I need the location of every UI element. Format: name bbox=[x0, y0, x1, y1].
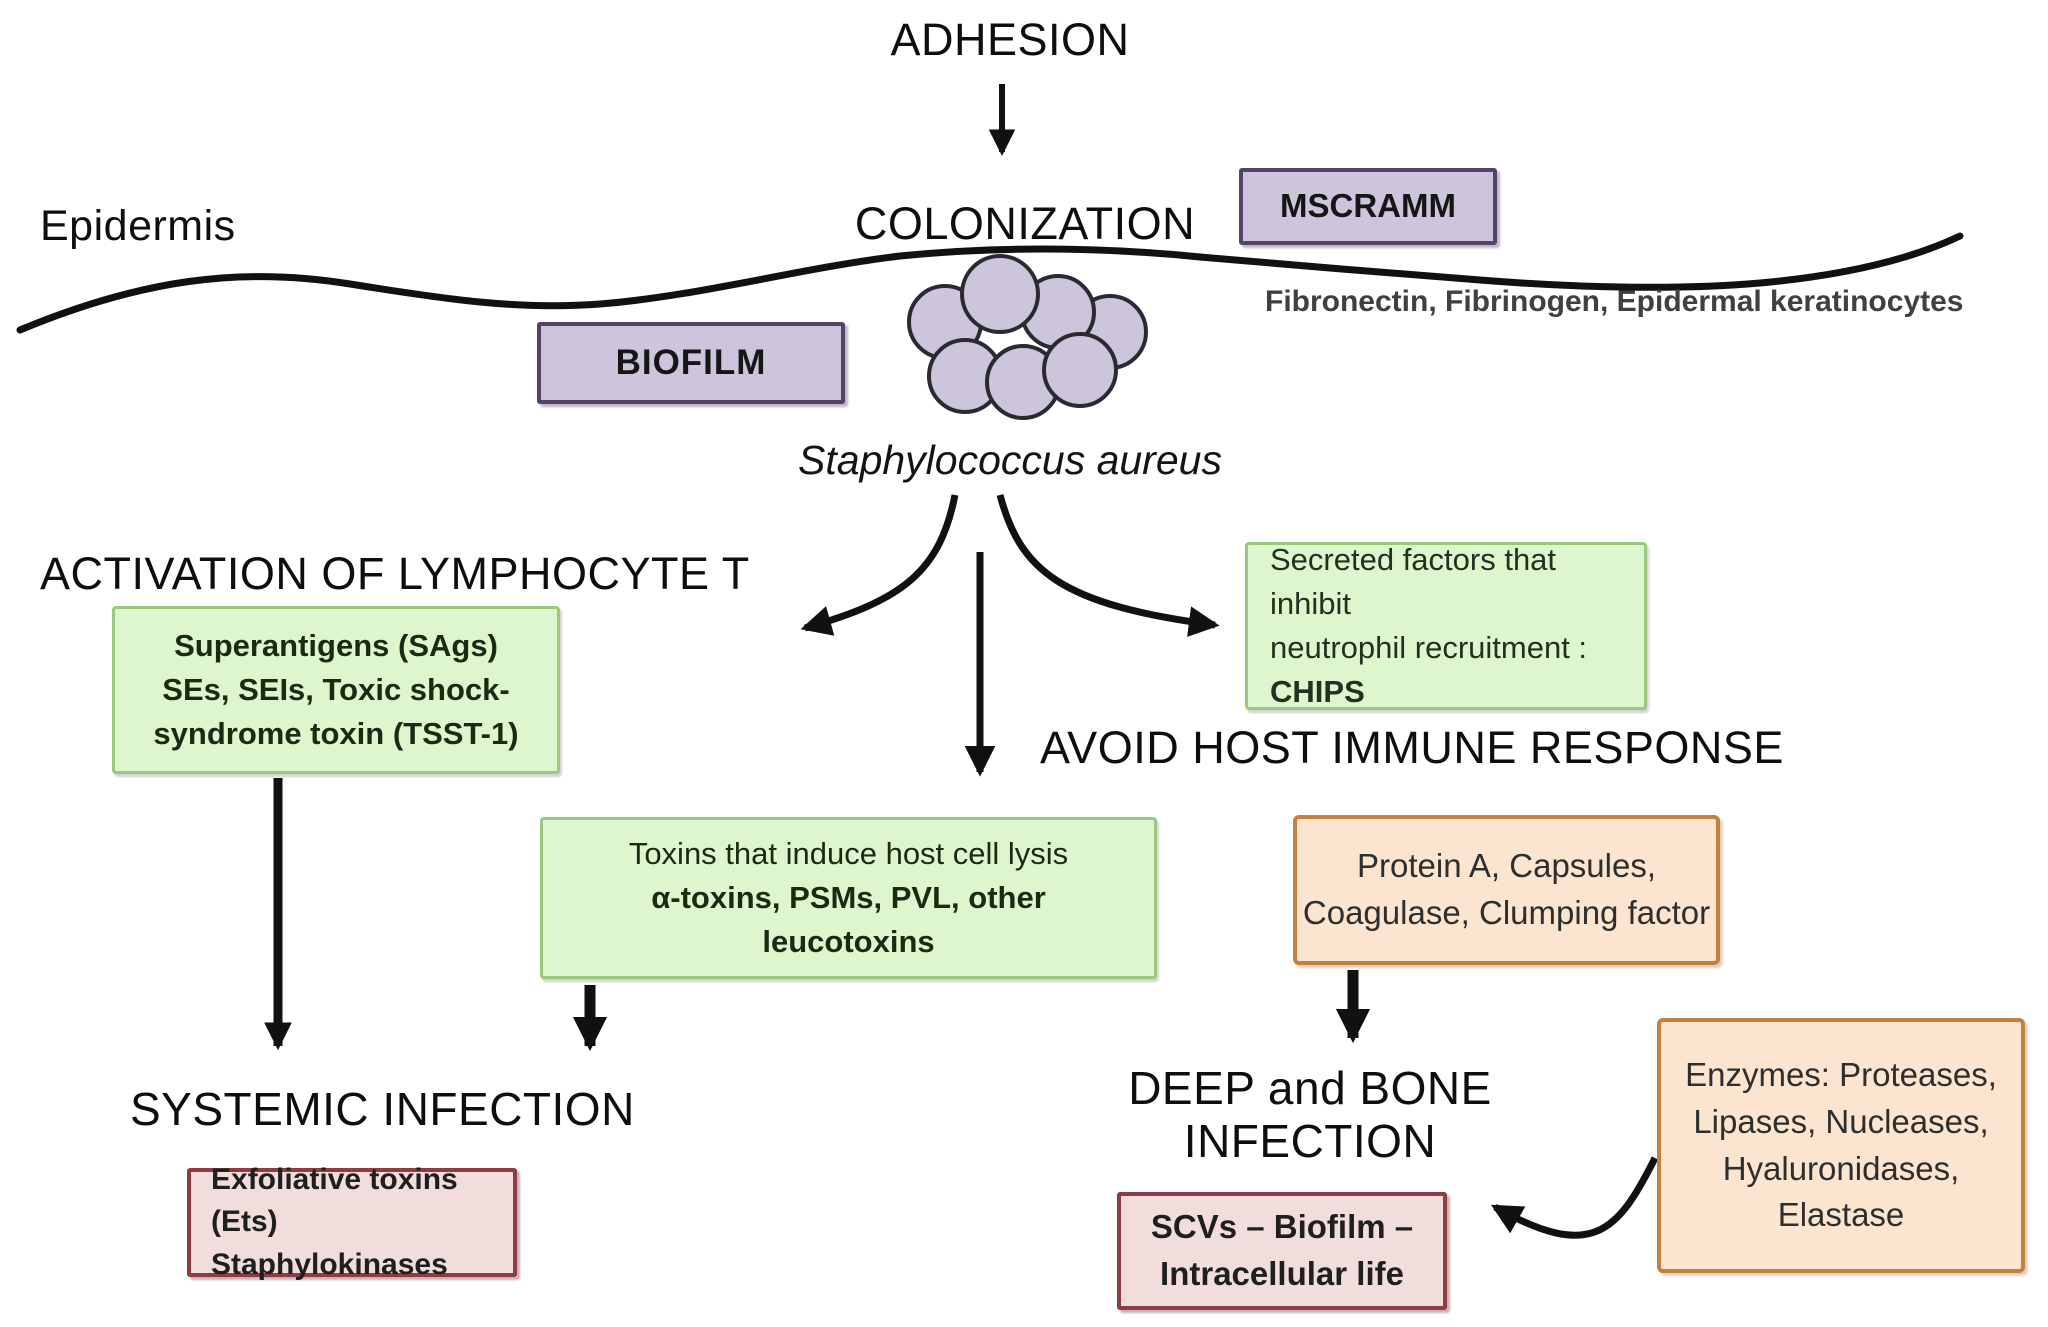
exfoliative-line: Exfoliative toxins (Ets) bbox=[211, 1162, 458, 1239]
epidermis-label: Epidermis bbox=[40, 202, 236, 250]
biofilm-box: BIOFILM bbox=[537, 322, 845, 404]
avoid-heading: AVOID HOST IMMUNE RESPONSE bbox=[1040, 722, 1784, 773]
biofilm-box-label: BIOFILM bbox=[615, 343, 767, 383]
enzymes-box: Enzymes: Proteases, Lipases, Nucleases, … bbox=[1657, 1018, 2025, 1273]
protein-a-line: Coagulase, Clumping factor bbox=[1302, 894, 1711, 931]
exfoliative-line: Staphylokinases bbox=[211, 1247, 448, 1281]
toxins-line: leucotoxins bbox=[762, 924, 935, 959]
chips-line: CHIPS bbox=[1270, 674, 1365, 710]
superantigens-line: syndrome toxin (TSST-1) bbox=[153, 716, 519, 751]
cocci-cluster bbox=[907, 254, 1148, 420]
toxins-line: α-toxins, PSMs, PVL, other bbox=[651, 879, 1046, 915]
deep-bone-line: INFECTION bbox=[1183, 1114, 1437, 1167]
protein-a-box: Protein A, Capsules, Coagulase, Clumping… bbox=[1293, 815, 1720, 965]
chips-box: Secreted factors that inhibit neutrophil… bbox=[1245, 542, 1647, 710]
toxins-line: Toxins that induce host cell lysis bbox=[628, 835, 1069, 871]
scvs-biofilm-box: SCVs – Biofilm – Intracellular life bbox=[1117, 1192, 1447, 1310]
enzymes-line: Enzymes: Proteases, bbox=[1685, 1055, 1997, 1093]
scvs-line: SCVs – Biofilm – bbox=[1150, 1208, 1414, 1246]
adhesion-heading: ADHESION bbox=[890, 14, 1130, 65]
ligands-line: Epidermal keratinocytes bbox=[1616, 285, 1964, 318]
colonization-heading: COLONIZATION bbox=[854, 198, 1196, 249]
coccus-circle bbox=[960, 254, 1040, 334]
toxins-box: Toxins that induce host cell lysis α-tox… bbox=[540, 817, 1157, 979]
superantigens-line: Superantigens (SAgs) bbox=[174, 627, 498, 663]
enzymes-line: Lipases, Nucleases, bbox=[1693, 1102, 1989, 1140]
enzymes-line: Elastase bbox=[1777, 1196, 1905, 1234]
mscramm-box-label: MSCRAMM bbox=[1280, 187, 1456, 225]
superantigens-line: SEs, SEIs, Toxic shock- bbox=[162, 671, 510, 707]
mscramm-ligands-label: Fibronectin, Fibrinogen, Epidermal kerat… bbox=[1265, 282, 1964, 323]
enzymes-line: Hyaluronidases, bbox=[1722, 1149, 1960, 1187]
chips-line: Secreted factors that inhibit bbox=[1270, 541, 1557, 621]
organism-label: Staphylococcus aureus bbox=[798, 437, 1222, 483]
right-branch-arrow bbox=[996, 494, 1220, 637]
exfoliative-toxins-box: Exfoliative toxins (Ets) Staphylokinases bbox=[187, 1163, 517, 1281]
ligands-line: Fibronectin, Fibrinogen, bbox=[1265, 285, 1609, 318]
deep-bone-line: DEEP and BONE bbox=[1128, 1062, 1492, 1114]
activation-heading: ACTIVATION OF LYMPHOCYTE T bbox=[40, 548, 750, 599]
systemic-infection-heading: SYSTEMIC INFECTION bbox=[130, 1083, 635, 1135]
epidermis-line bbox=[16, 232, 1964, 334]
scvs-line: Intracellular life bbox=[1160, 1255, 1404, 1292]
deep-bone-infection-heading: DEEP and BONE INFECTION bbox=[1110, 1062, 1510, 1168]
mscramm-box: MSCRAMM bbox=[1239, 168, 1497, 245]
coccus-circle bbox=[1042, 332, 1118, 408]
protein-a-line: Protein A, Capsules, bbox=[1357, 847, 1656, 885]
left-branch-arrow bbox=[800, 494, 959, 636]
chips-line: neutrophil recruitment : bbox=[1270, 630, 1588, 665]
superantigens-box: Superantigens (SAgs) SEs, SEIs, Toxic sh… bbox=[112, 606, 560, 774]
enzymes-arrow bbox=[1490, 1156, 1659, 1239]
